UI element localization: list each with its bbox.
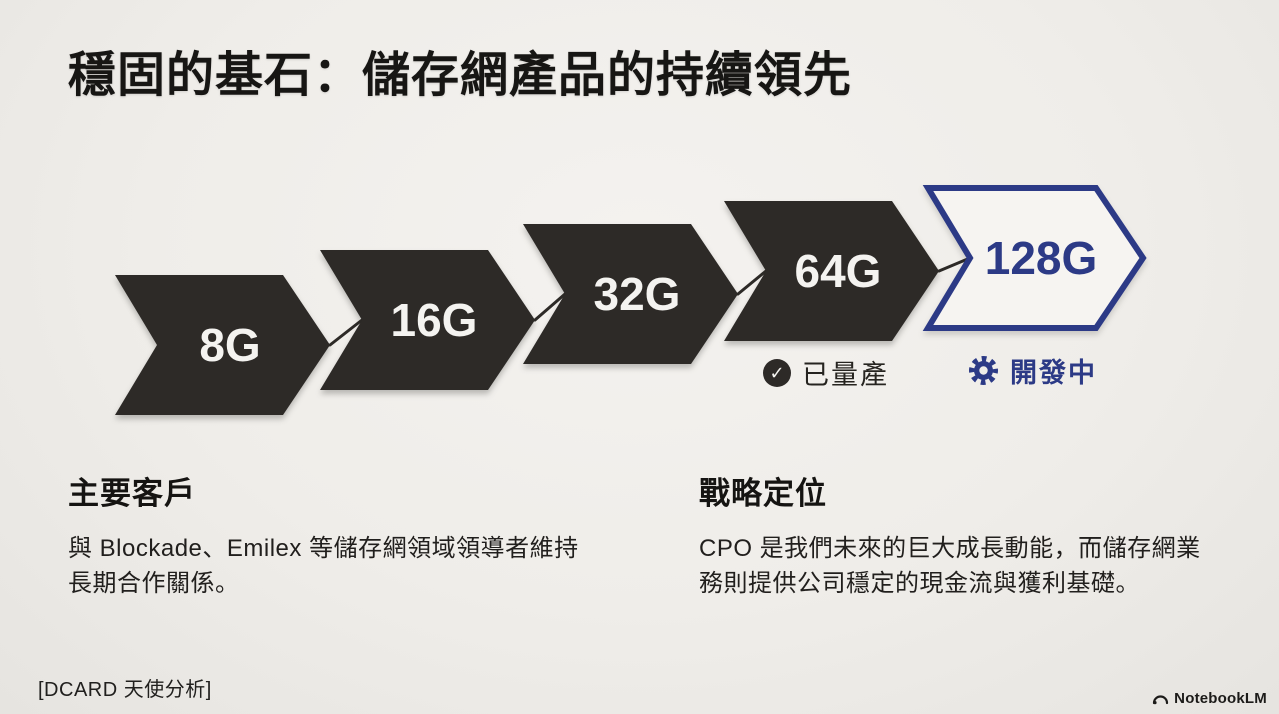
source-note: [DCARD 天使分析]	[38, 679, 212, 701]
chevron-8g-shape	[115, 275, 330, 415]
chevron-8g-label: 8G	[199, 319, 260, 371]
connector-line-1	[328, 318, 364, 347]
strategic-positioning-heading: 戰略定位	[699, 476, 827, 511]
chevron-128g-shape	[922, 185, 1147, 331]
chevron-128g: 128G	[922, 185, 1147, 331]
notebooklm-brand-text: NotebookLM	[1174, 690, 1267, 707]
chevron-8g: 8G	[115, 275, 330, 415]
chevron-64g: 64G	[724, 201, 939, 341]
connector-line-2	[533, 292, 567, 322]
section-key-customers: 主要客戶 與 Blockade、Emilex 等儲存網領域領導者維持長期合作關係…	[68, 468, 588, 601]
key-customers-heading: 主要客戶	[68, 476, 196, 511]
connector-line-3	[736, 269, 768, 296]
key-customers-body: 與 Blockade、Emilex 等儲存網領域領導者維持長期合作關係。	[68, 535, 579, 597]
check-circle-icon: ✓	[763, 358, 791, 387]
notebooklm-logo-icon	[1153, 695, 1169, 705]
status-mass-production: ✓ 已量產	[763, 353, 889, 392]
check-glyph: ✓	[769, 362, 785, 383]
status-in-development: 開發中	[968, 351, 1097, 390]
chevron-64g-label: 64G	[795, 245, 882, 297]
chevron-32g-shape	[523, 224, 738, 364]
chevron-128g-label: 128G	[985, 232, 1098, 284]
chevron-32g: 32G	[523, 224, 738, 364]
chevron-16g-shape	[320, 250, 535, 390]
status-mass-production-label: 已量產	[802, 360, 889, 390]
roadmap-diagram: 8G 16G 32G 64G 128G	[115, 185, 1147, 415]
chevron-16g-label: 16G	[391, 294, 478, 346]
chevron-32g-label: 32G	[594, 268, 681, 320]
slide-title: 穩固的基石：儲存網產品的持續領先	[68, 49, 853, 102]
gear-icon	[969, 356, 998, 385]
chevron-64g-shape	[724, 201, 939, 341]
section-strategic-positioning: 戰略定位 CPO 是我們未來的巨大成長動能，而儲存網業務則提供公司穩定的現金流與…	[699, 468, 1207, 601]
chevron-16g: 16G	[320, 250, 535, 390]
status-in-development-label: 開發中	[1010, 358, 1097, 388]
strategic-positioning-body: CPO 是我們未來的巨大成長動能，而儲存網業務則提供公司穩定的現金流與獲利基礎。	[699, 535, 1201, 597]
notebooklm-brand: NotebookLM	[1152, 690, 1267, 707]
connector-line-4	[937, 256, 972, 273]
